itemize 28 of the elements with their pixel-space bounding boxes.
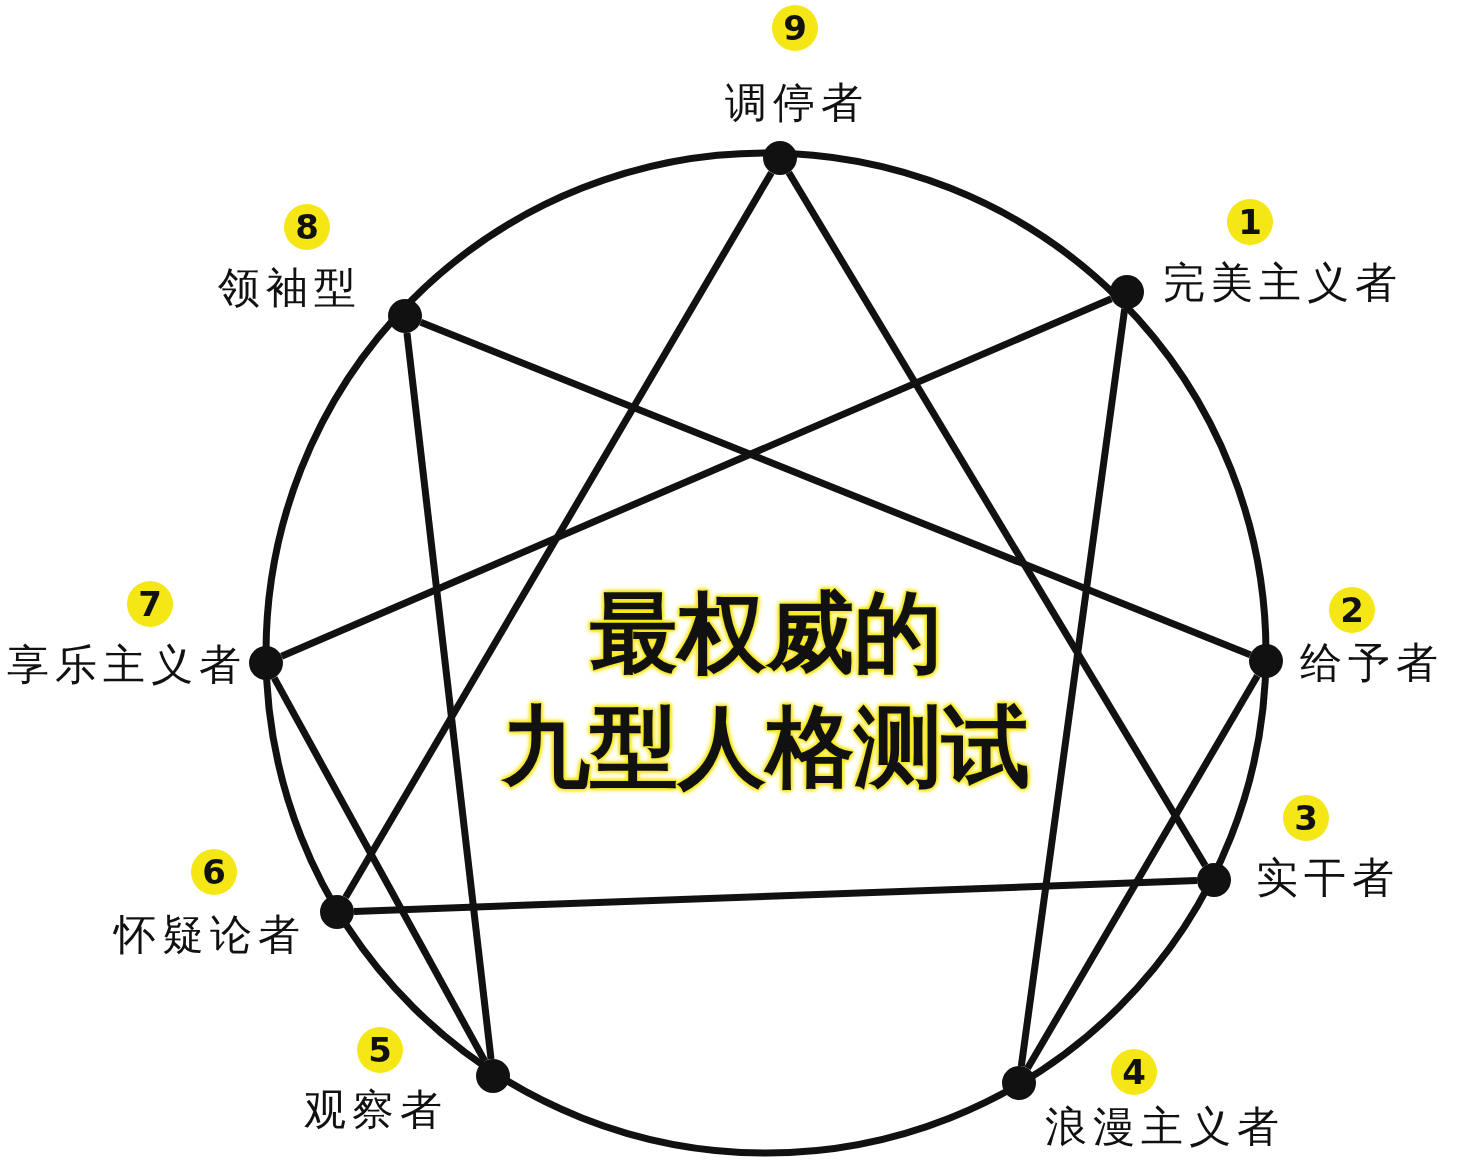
number-badge: 6: [191, 849, 237, 895]
type-label: 浪漫主义者: [1045, 1101, 1285, 1153]
type-label: 享乐主义者: [7, 639, 247, 691]
number-badge: 8: [284, 204, 330, 250]
title: 最权威的九型人格测试: [502, 579, 1030, 800]
number-badge: 3: [1283, 795, 1329, 841]
connector-line: [403, 332, 495, 1060]
number-badge: 1: [1227, 199, 1273, 245]
connector-line: [342, 170, 775, 900]
type-label: 调停者: [725, 77, 869, 129]
connector-line: [419, 319, 1252, 658]
connector-line: [271, 676, 488, 1063]
type-label: 怀疑论者: [114, 909, 306, 961]
number-badge: 2: [1329, 587, 1375, 633]
type-label: 观察者: [304, 1084, 448, 1136]
connector-line: [1024, 673, 1261, 1071]
type-label: 领袖型: [218, 262, 362, 314]
type-label: 给予者: [1300, 637, 1444, 689]
number-badge: 7: [127, 581, 173, 627]
number-badge: 4: [1111, 1049, 1157, 1095]
connector-line: [1017, 308, 1129, 1067]
type-label: 实干者: [1256, 852, 1400, 904]
number-badge: 9: [772, 5, 818, 51]
connector-line: [785, 170, 1209, 868]
type-label: 完美主义者: [1163, 257, 1403, 309]
connector-line: [353, 877, 1198, 915]
number-badge: 5: [357, 1027, 403, 1073]
connector-line: [280, 295, 1113, 660]
